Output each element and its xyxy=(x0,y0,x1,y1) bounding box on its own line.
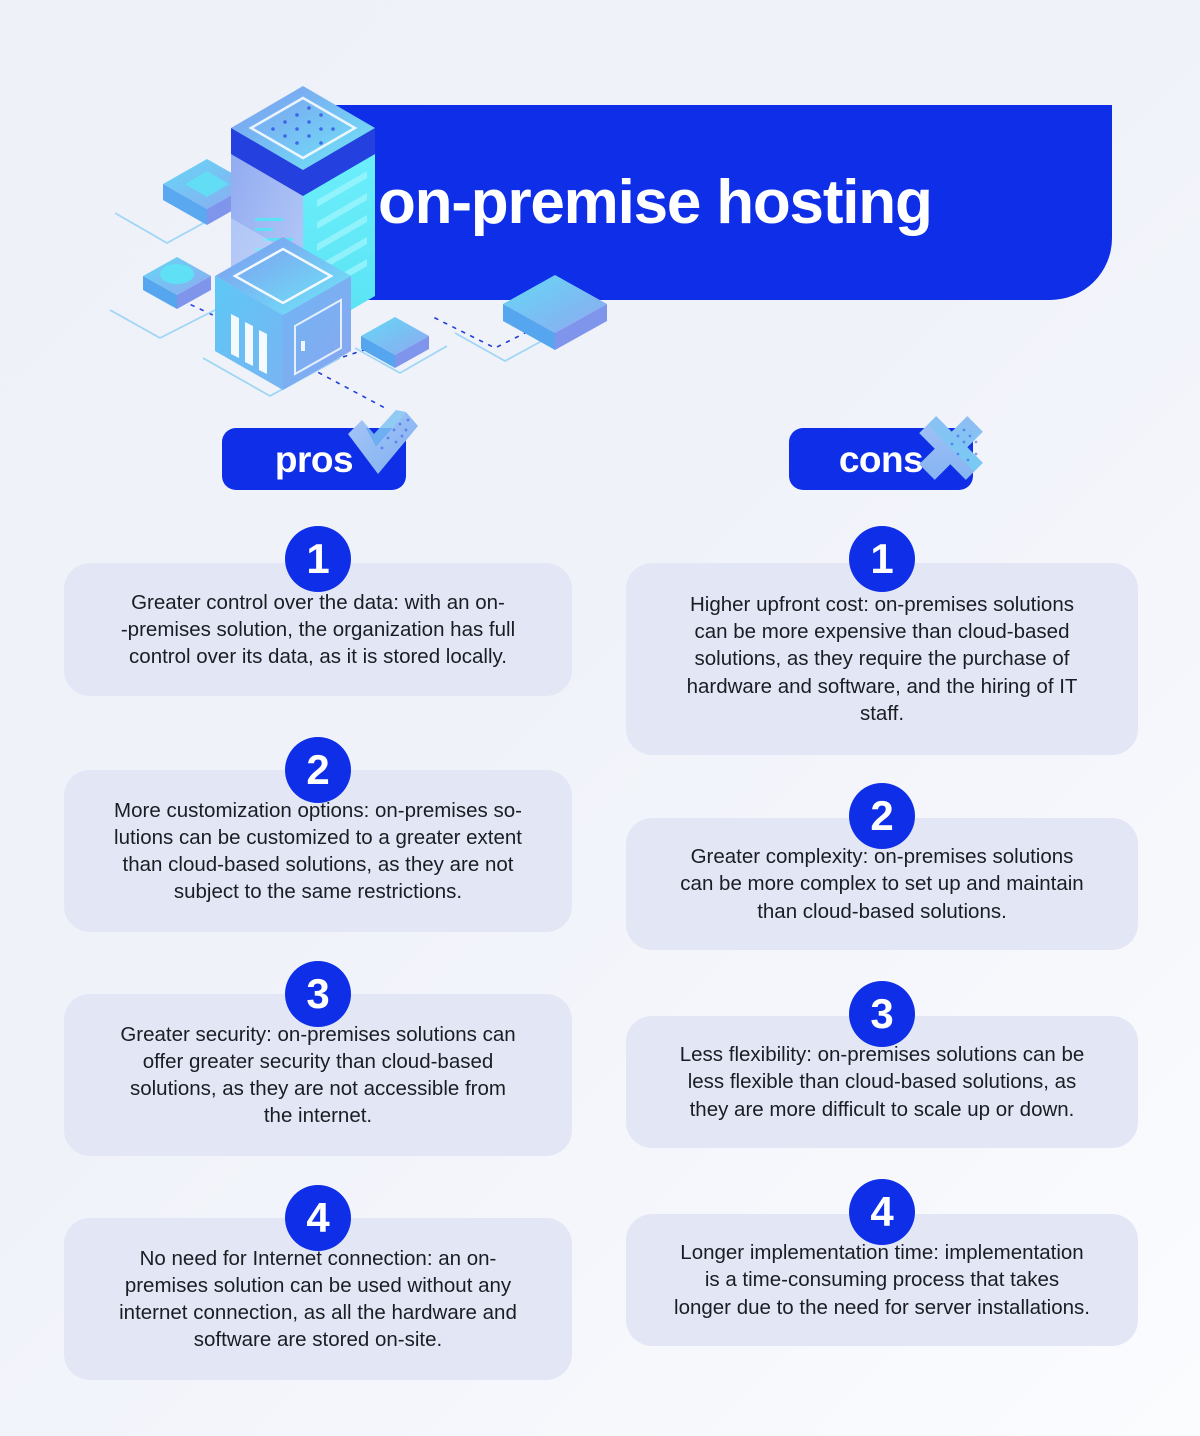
item-text: Less flexibility: on-premises solutions … xyxy=(679,1043,1085,1121)
list-item: 1 Greater control over the data: with an… xyxy=(64,526,572,696)
item-number-badge: 4 xyxy=(849,1179,915,1245)
pros-label: pros xyxy=(274,438,354,480)
server-cube xyxy=(215,237,351,390)
item-text: More customization options: on-premises … xyxy=(114,798,522,904)
item-card: Higher upfront cost: on-premises solutio… xyxy=(626,563,1138,755)
cons-label: cons xyxy=(838,438,924,480)
item-card: Greater control over the data: with an o… xyxy=(64,563,572,696)
network-node-4 xyxy=(503,275,607,350)
title-banner: on-premise hosting xyxy=(330,105,1112,300)
network-node-1 xyxy=(163,159,251,225)
item-number-badge: 3 xyxy=(285,961,351,1027)
item-number-badge: 2 xyxy=(285,737,351,803)
cons-header-badge: cons xyxy=(789,428,973,490)
list-item: 3 Greater security: on-premises solution… xyxy=(64,961,572,1156)
page-title: on-premise hosting xyxy=(378,167,933,237)
item-text: Higher upfront cost: on-premises solutio… xyxy=(686,592,1078,725)
list-item: 4 No need for Internet connection: an on… xyxy=(64,1185,572,1380)
network-node-2 xyxy=(143,257,211,309)
item-number-badge: 1 xyxy=(285,526,351,592)
item-number-badge: 4 xyxy=(285,1185,351,1251)
list-item: 4 Longer implementation time: implementa… xyxy=(626,1179,1138,1346)
item-card: More customization options: on-premises … xyxy=(64,770,572,932)
list-item: 2 More customization options: on-premise… xyxy=(64,737,572,932)
item-text: No need for Internet connection: an on- … xyxy=(119,1246,517,1352)
list-item: 2 Greater complexity: on-premises soluti… xyxy=(626,783,1138,950)
item-text: Greater complexity: on-premises solution… xyxy=(680,845,1084,923)
item-card: Longer implementation time: implementati… xyxy=(626,1214,1138,1346)
list-item: 1 Higher upfront cost: on-premises solut… xyxy=(626,526,1138,755)
pros-header-badge: pros xyxy=(222,428,406,490)
network-node-3 xyxy=(361,317,429,368)
item-card: Greater complexity: on-premises solution… xyxy=(626,818,1138,950)
item-number-badge: 2 xyxy=(849,783,915,849)
server-illustration xyxy=(55,18,615,408)
item-text: Longer implementation time: implementati… xyxy=(674,1241,1090,1319)
item-number-badge: 1 xyxy=(849,526,915,592)
item-number-badge: 3 xyxy=(849,981,915,1047)
item-card: Greater security: on-premises solutions … xyxy=(64,994,572,1156)
item-text: Greater control over the data: with an o… xyxy=(120,590,516,669)
list-item: 3 Less flexibility: on-premises solution… xyxy=(626,981,1138,1148)
item-text: Greater security: on-premises solutions … xyxy=(120,1022,516,1128)
